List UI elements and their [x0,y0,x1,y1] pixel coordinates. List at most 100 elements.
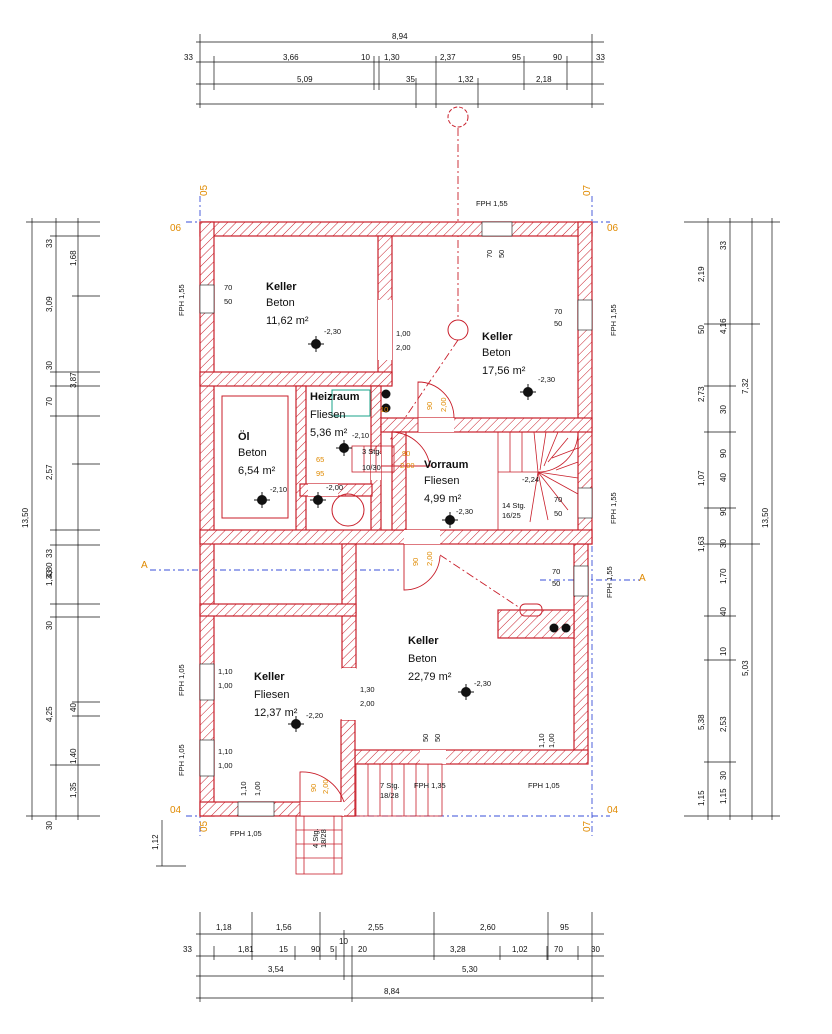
door-50-a: 50 [421,734,430,742]
door-200-c: 2,00 [439,397,448,412]
stair-4-label: 4 Stg. [311,828,320,848]
oil-tank [221,395,289,519]
axis-label-right-bottom: 04 [607,805,619,816]
room-5-name: Vorraum [424,459,469,471]
dim-left-b: 3,09 [45,296,54,312]
door-90-a: 90 [425,402,434,410]
wall-vent-2 [381,403,391,413]
room-5-floor: Fliesen [424,475,459,487]
dim-right-c: 2,73 [697,386,706,402]
dim-bot-r2-11: 30 [591,945,600,954]
dim-right-mid2: 5,03 [741,660,750,676]
dim-bot-r2-9: 1,02 [512,945,528,954]
door-100-c: 1,00 [218,761,233,770]
dim-left-d: 70 [45,397,54,406]
left-step-dimension [156,820,186,867]
dim-right-n: 90 [719,507,728,516]
fph-135: FPH 1,35 [414,781,446,790]
section-label-right: A [639,573,646,584]
dim-bot-r2-1: 33 [183,945,192,954]
dim-right-o: 30 [719,539,728,548]
door-100-d: 1,00 [547,733,556,748]
dim-bot-r2-6: 10 [339,937,348,946]
door-10: 10 [380,405,388,414]
dim-bot-r3-2: 5,30 [462,965,478,974]
stair-3 [351,445,395,473]
dim-top-5: 2,37 [440,53,456,62]
room-2-area: 17,56 m² [482,365,526,377]
door-200-d: 2,00 [400,461,415,470]
stair-4 [295,815,343,875]
dim-right-g: 5,38 [697,714,706,730]
room-1-area: 11,62 m² [266,315,309,327]
axis-label-top-right: 07 [582,184,593,196]
win-50-e: 50 [552,579,560,588]
dim-bot-r2-7: 20 [358,945,367,954]
win-70-d: 70 [554,495,562,504]
dim-left-j: 1,35 [69,782,78,798]
room-4-area: 6,54 m² [238,465,276,477]
dim-right-i: 33 [719,241,728,250]
room-7-area: 12,37 m² [254,707,298,719]
door-90-c: 90 [411,558,420,566]
dim-bot-r1-1: 1,18 [216,923,232,932]
win-50-c: 50 [497,250,506,258]
dim-right-f: 1,70 [719,568,728,584]
dim-top-8: 33 [596,53,605,62]
door-130: 1,30 [360,685,375,694]
walls [199,221,593,817]
win-50-d: 50 [554,509,562,518]
room-4-name: Öl [238,430,250,443]
fph-right: FPH 1,55 [609,304,618,336]
dim-left-f: 33 [45,549,54,558]
door-90-d: 90 [309,784,318,792]
dim-left-mid: 4,80 [45,562,54,578]
top-dimensions [196,34,604,108]
dim-right-mid1: 7,32 [741,378,750,394]
dim-bot-r2-10: 70 [554,945,563,954]
room-6-level: -2,30 [474,679,491,688]
fph-right3: FPH 1,55 [605,566,614,598]
dim-right-q: 10 [719,647,728,656]
door-swings [299,381,455,816]
dim-left-step: 1,12 [151,834,160,850]
wall-vent-1 [381,389,391,399]
fph-br-105: FPH 1,05 [528,781,560,790]
axis-label-bottom-right: 07 [582,820,593,832]
stair-7 [355,763,443,817]
room-5-level: -2,30 [456,507,473,516]
dim-left-k: 30 [45,821,54,830]
door-200-e: 2,00 [425,551,434,566]
room-1-floor: Beton [266,297,295,309]
heater-fixture [331,389,371,417]
dim-top-total: 8,94 [392,32,408,41]
dim-left-a: 33 [45,239,54,248]
room-6-area: 22,79 m² [408,671,452,683]
dim-top-2: 3,66 [283,53,299,62]
dim-left-n: 1,40 [69,748,78,764]
fph-bottom-105: FPH 1,05 [230,829,262,838]
room-5-area: 4,99 m² [424,493,462,505]
dim-left-o: 40 [69,703,78,712]
stove-burner-2 [561,623,571,633]
dim-bot-r3-1: 3,54 [268,965,284,974]
dim-right-t: 1,15 [697,790,706,806]
dim-top-r2-1: 5,09 [297,75,313,84]
dim-bot-r1-5: 95 [560,923,569,932]
right-dimensions [684,218,780,820]
door-100-b: 1,00 [218,681,233,690]
room-3-name: Heizraum [310,391,360,403]
dim-right-d: 1,07 [697,470,706,486]
dim-top-1: 33 [184,53,193,62]
room-7-level: -2,20 [306,711,323,720]
level-200: -2,00 [326,483,343,492]
axis-label-right-top: 06 [607,223,619,234]
axis-label-left-top: 06 [170,223,182,234]
door-90-b: 90 [402,449,410,458]
stove-burner-1 [549,623,559,633]
dim-left-c: 30 [45,361,54,370]
door-110-a: 1,10 [218,667,233,676]
door-50-b: 50 [433,734,442,742]
fph-left: FPH 1,55 [177,284,186,316]
